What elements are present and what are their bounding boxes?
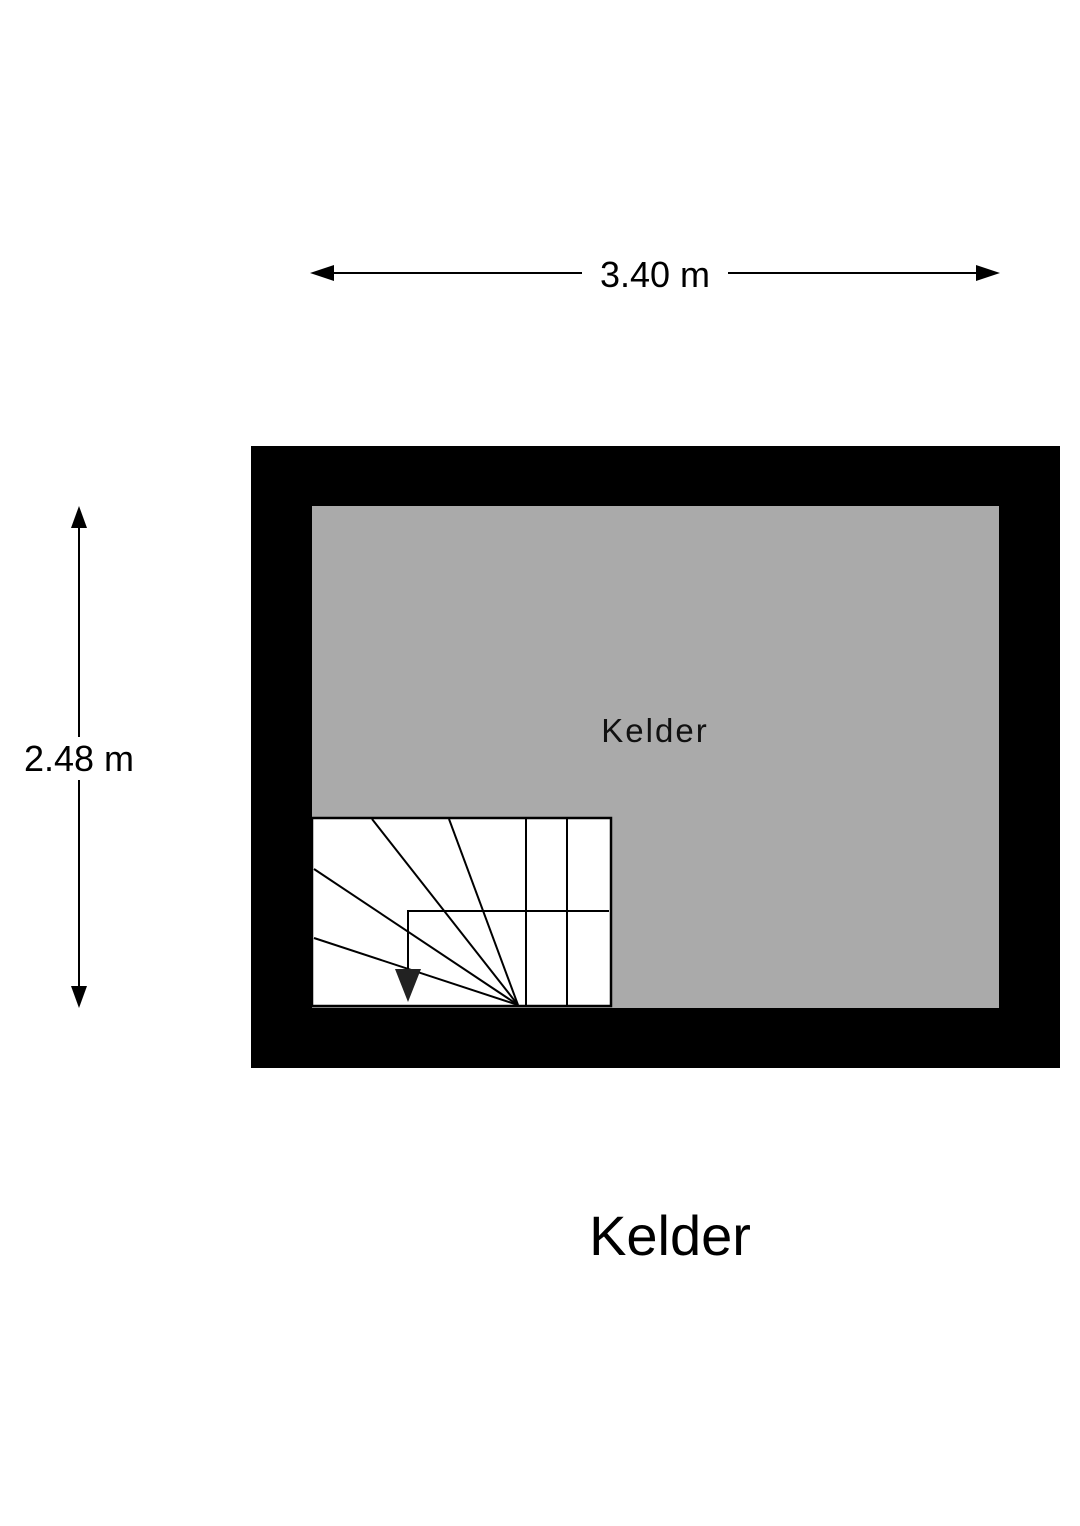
width-label: 3.40 m <box>600 254 710 295</box>
arrow-right-icon <box>976 265 1000 281</box>
arrow-down-icon <box>71 986 87 1008</box>
height-label: 2.48 m <box>24 738 134 779</box>
height-dimension: 2.48 m <box>24 506 134 1008</box>
staircase <box>310 816 613 1008</box>
stair-direction-arrow-icon <box>395 969 421 1002</box>
arrow-left-icon <box>310 265 334 281</box>
width-dimension: 3.40 m <box>310 254 1000 295</box>
arrow-up-icon <box>71 506 87 528</box>
room-label: Kelder <box>601 712 708 749</box>
floor-title: Kelder <box>589 1204 751 1267</box>
